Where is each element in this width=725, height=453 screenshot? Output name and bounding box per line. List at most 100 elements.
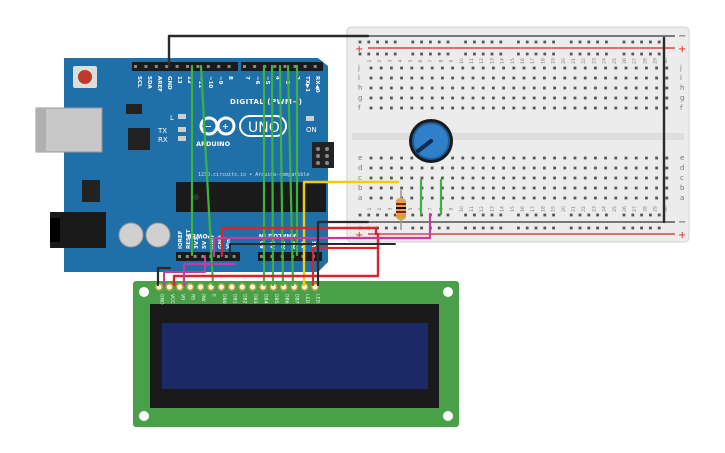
wire-magenta-1[interactable] [212,212,432,258]
hole [390,196,393,200]
hole [604,76,607,80]
header-pin[interactable] [243,65,246,68]
hole [410,186,414,190]
wire-magenta-3[interactable] [163,255,206,286]
lcd-pin[interactable] [165,283,174,291]
digital-pin-label: 12 [186,76,192,84]
header-pin[interactable] [201,255,205,258]
header-pin[interactable] [303,65,307,68]
hole [393,52,397,56]
hole [369,166,373,170]
lcd-pin[interactable] [175,283,184,291]
digital-header-left[interactable] [132,62,238,71]
hole [430,186,434,190]
header-pin[interactable] [144,65,148,68]
wire-magenta-2[interactable] [182,262,237,287]
digital-header-right[interactable] [241,62,323,71]
header-pin[interactable] [232,255,236,258]
hole [655,106,658,110]
header-pin[interactable] [217,65,221,68]
hole [390,76,393,80]
hole [645,106,648,110]
wire-red-vcc[interactable] [172,232,380,287]
header-pin[interactable] [224,255,228,258]
column-number: 22 [581,58,587,64]
header-pin[interactable] [293,65,297,68]
hole [522,96,526,100]
header-pin[interactable] [283,65,287,68]
hole [481,213,485,217]
header-pin[interactable] [165,65,169,68]
lcd-pin[interactable] [186,283,195,291]
header-pin[interactable] [227,65,231,68]
resistor-band-1 [396,203,406,205]
power-header[interactable] [176,252,240,261]
wire-black-gnd-top[interactable] [167,34,370,68]
column-number: 15 [510,58,516,64]
hole [624,106,628,110]
hole [563,166,567,170]
header-pin[interactable] [273,65,277,68]
column-number: 5 [408,59,414,62]
header-pin[interactable] [313,65,317,68]
wire-yellow-v0[interactable] [302,180,400,287]
led-on [306,116,314,121]
header-pin[interactable] [206,65,210,68]
hole [471,106,475,110]
wire-black-gnd-bottom[interactable] [229,243,396,257]
hole [634,86,638,90]
lcd-pin[interactable] [196,283,205,291]
wire-black-lcd-k[interactable] [316,220,370,287]
hole [614,76,618,80]
hole [594,166,597,170]
hole [532,96,536,100]
lcd-pin[interactable] [217,283,226,291]
wire-red-led[interactable] [311,246,380,287]
column-number: 6 [418,59,424,62]
analog-header[interactable] [258,252,322,261]
row-letter: e [358,154,362,162]
wire-green-db7[interactable] [286,64,295,287]
hole [622,40,626,44]
hole [441,176,444,180]
header-pin[interactable] [178,255,181,258]
power-pin-label: RESET [186,229,192,249]
wire-green-db5[interactable] [270,64,275,287]
lcd-pin[interactable] [227,283,236,291]
hole [369,176,373,180]
usb-port[interactable] [35,107,103,153]
hole [464,52,467,56]
header-pin[interactable] [260,255,263,258]
hole [605,213,608,217]
wire-black-lcd-gnd[interactable] [156,266,172,287]
header-pin[interactable] [175,65,179,68]
wire-green-db6[interactable] [278,64,285,287]
header-pin[interactable] [253,65,257,68]
lcd-pin[interactable] [238,283,247,291]
power-pin-label: 5V [202,240,208,249]
hole [522,156,526,160]
header-pin[interactable] [154,65,158,68]
header-pin[interactable] [217,255,220,258]
hole [604,96,607,100]
header-pin[interactable] [134,65,137,68]
hole [446,226,450,230]
digital-pin-label: TX▶1 [304,76,310,92]
hole [657,52,661,56]
lcd-pin[interactable] [248,283,257,291]
header-pin[interactable] [196,65,200,68]
hole [604,196,607,200]
header-pin[interactable] [185,255,189,258]
hole [522,66,526,70]
header-pin[interactable] [193,255,197,258]
resistor[interactable] [396,190,406,230]
wire-green-e[interactable] [199,64,215,287]
column-number: 15 [510,206,516,212]
hole [563,186,567,190]
hole [441,96,444,100]
potentiometer[interactable] [409,119,453,163]
reset-button[interactable] [78,70,92,84]
header-pin[interactable] [186,65,189,68]
wire-red-5v[interactable] [220,226,378,258]
